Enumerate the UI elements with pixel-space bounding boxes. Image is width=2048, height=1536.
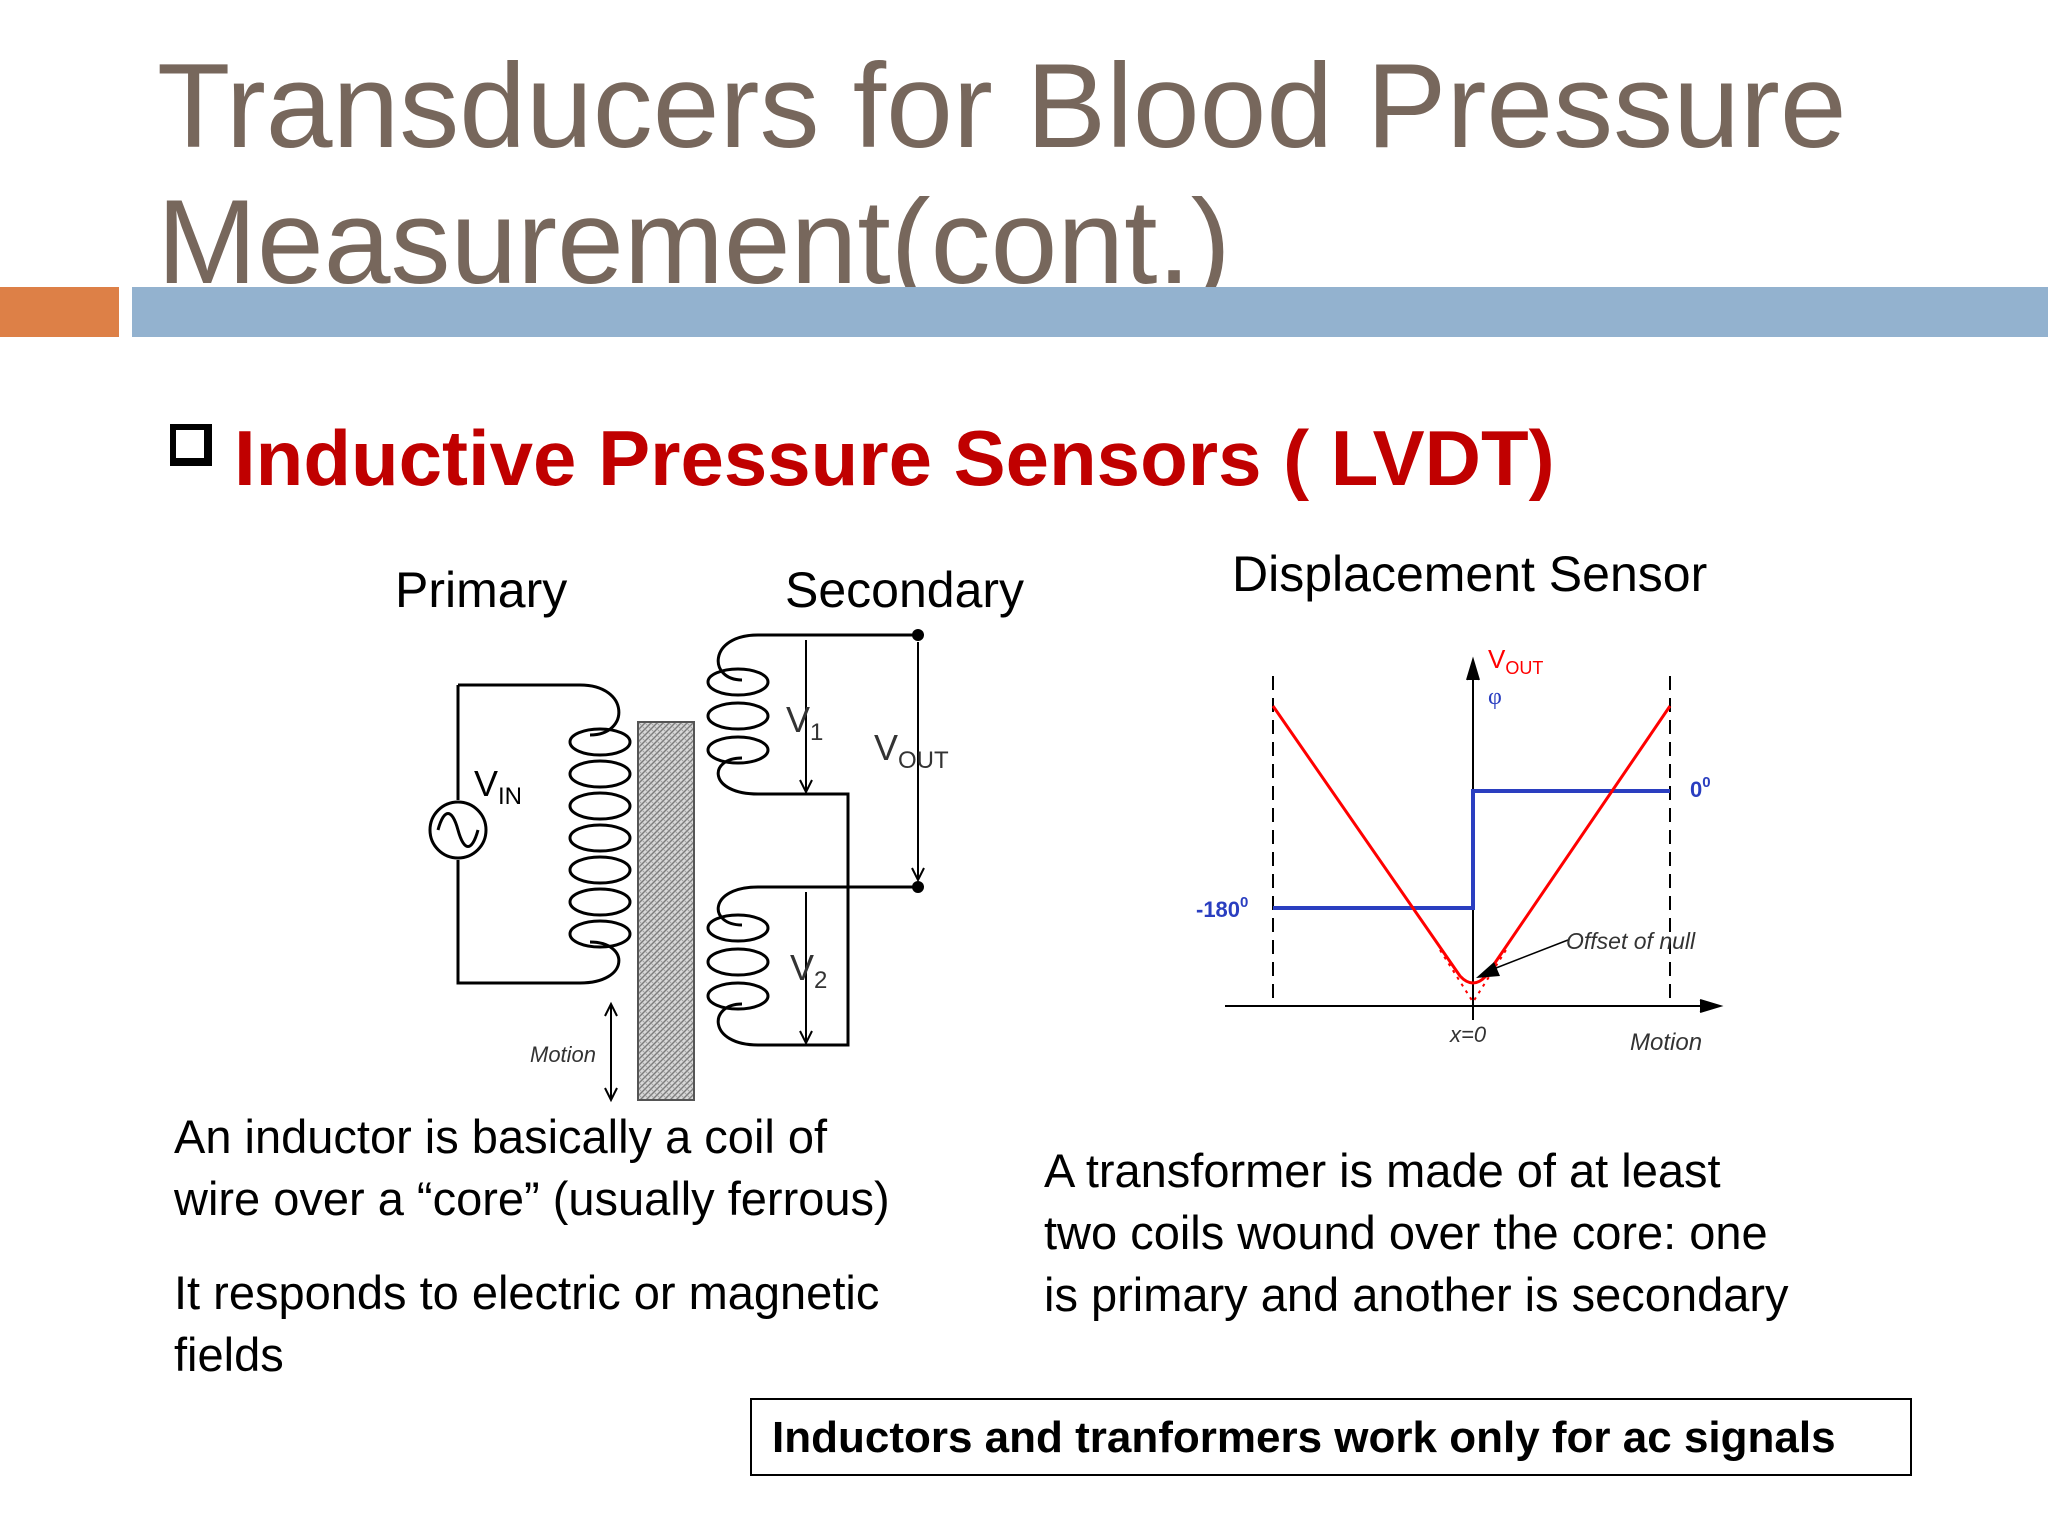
response-line-1: It responds to electric or magnetic bbox=[174, 1266, 880, 1319]
lvdt-motion-label: Motion bbox=[530, 1042, 596, 1067]
transformer-line-2: two coils wound over the core: one bbox=[1044, 1206, 1768, 1259]
offset-of-null-label: Offset of null bbox=[1566, 928, 1696, 954]
range-limit-lines bbox=[1272, 676, 1671, 1006]
ac-signals-note-text: Inductors and tranformers work only for … bbox=[772, 1413, 1836, 1462]
output-terminal-bottom bbox=[912, 881, 924, 893]
primary-coil bbox=[568, 683, 632, 985]
transformer-line-1: A transformer is made of at least bbox=[1044, 1144, 1721, 1197]
inductor-paragraph: An inductor is basically a coil of wire … bbox=[174, 1106, 890, 1230]
output-terminal-top bbox=[912, 629, 924, 641]
inductor-line-2: wire over a “core” (usually ferrous) bbox=[174, 1172, 890, 1225]
vout-axis-label: VOUT bbox=[1488, 644, 1543, 678]
accent-bar-orange bbox=[0, 287, 119, 337]
phi-axis-label: φ bbox=[1488, 684, 1502, 710]
secondary-label: Secondary bbox=[785, 562, 1025, 618]
response-paragraph: It responds to electric or magnetic fiel… bbox=[174, 1262, 879, 1386]
offset-of-null-arrow-icon bbox=[1476, 939, 1569, 978]
transformer-line-3: is primary and another is secondary bbox=[1044, 1268, 1789, 1321]
voltage-arrows bbox=[799, 640, 925, 1046]
vout-label: VOUT bbox=[874, 727, 949, 774]
ac-signals-note-box: Inductors and tranformers work only for … bbox=[750, 1398, 1912, 1476]
inductor-line-1: An inductor is basically a coil of bbox=[174, 1110, 828, 1163]
primary-label: Primary bbox=[395, 562, 568, 618]
secondary-coil-2 bbox=[706, 885, 918, 1047]
slide-title-line-2: Measurement(cont.) bbox=[157, 175, 1231, 309]
displacement-sensor-title: Displacement Sensor bbox=[1232, 546, 1708, 602]
checkbox-bullet-icon bbox=[170, 424, 212, 466]
motion-arrow-icon bbox=[604, 1001, 618, 1103]
vin-label: VIN bbox=[474, 763, 522, 810]
v1-label: V1 bbox=[786, 699, 823, 746]
v2-label: V2 bbox=[790, 947, 827, 994]
zero-degree-label: 00 bbox=[1690, 774, 1711, 802]
ac-source-icon bbox=[428, 800, 488, 860]
displacement-motion-label: Motion bbox=[1630, 1029, 1702, 1056]
minus180-degree-label: -1800 bbox=[1196, 894, 1248, 922]
slide-title-line-1: Transducers for Blood Pressure bbox=[157, 39, 1847, 173]
section-heading-text: Inductive Pressure Sensors ( LVDT) bbox=[234, 414, 1555, 502]
x0-label: x=0 bbox=[1449, 1022, 1487, 1047]
ferrous-core bbox=[637, 721, 695, 1101]
secondary-coil-1 bbox=[706, 633, 918, 1047]
response-line-2: fields bbox=[174, 1328, 284, 1381]
accent-bar-blue bbox=[132, 287, 2048, 337]
phase-curve bbox=[1273, 789, 1670, 910]
primary-wires bbox=[456, 683, 580, 985]
transformer-paragraph: A transformer is made of at least two co… bbox=[1044, 1140, 1789, 1326]
slide-title: Transducers for Blood Pressure Measureme… bbox=[157, 38, 2007, 310]
